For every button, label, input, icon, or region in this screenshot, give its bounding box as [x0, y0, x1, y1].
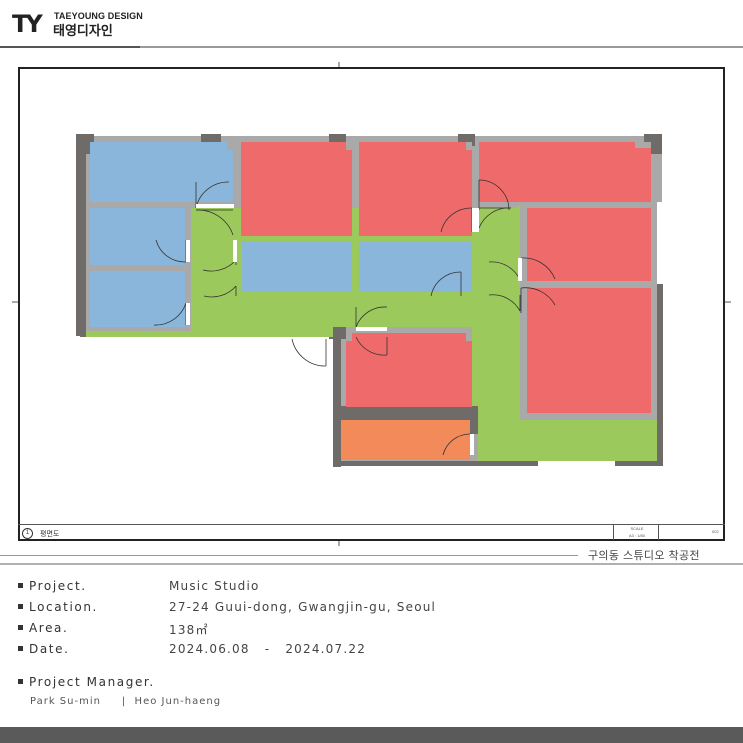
door-swing	[355, 336, 388, 356]
door-opening	[538, 461, 615, 466]
door-swing	[155, 239, 187, 263]
title-block: 1 평면도 SCALE A3 : 1/80 002	[18, 524, 725, 541]
room-notch	[466, 142, 472, 150]
logo-mark: TY	[12, 10, 43, 38]
door-swing	[520, 257, 556, 280]
room	[346, 333, 472, 407]
room-notch	[466, 333, 472, 341]
room-notch	[346, 142, 352, 150]
room	[359, 142, 472, 236]
section-rule	[0, 563, 743, 565]
scale-label: SCALE	[630, 526, 644, 531]
room-notch	[346, 333, 352, 341]
door-swing	[430, 271, 462, 297]
room	[241, 241, 352, 292]
footer-bar	[0, 727, 743, 743]
wall-segment	[341, 406, 478, 420]
bullet-icon	[18, 679, 23, 684]
room	[341, 420, 470, 460]
door-opening	[470, 434, 474, 455]
location-value: 27-24 Guui-dong, Gwangjin-gu, Seoul	[169, 600, 437, 614]
wall-segment	[76, 134, 94, 154]
bullet-icon	[18, 625, 23, 630]
door-opening	[472, 208, 479, 232]
door-swing	[488, 294, 521, 312]
pm-names: Park Su-min | Heo Jun-haeng	[30, 696, 222, 707]
room	[241, 142, 352, 236]
pm-label: Project Manager.	[29, 675, 155, 689]
door-opening	[356, 327, 387, 331]
project-value: Music Studio	[169, 579, 260, 593]
door-opening	[186, 240, 190, 262]
area-value: 138㎡	[169, 623, 209, 637]
sheet-code: 002	[712, 529, 719, 534]
room	[90, 208, 185, 265]
header-rule-accent	[0, 46, 140, 48]
wall-segment	[76, 154, 86, 336]
door-swing	[195, 181, 230, 209]
door-opening	[657, 202, 663, 284]
bullet-icon	[18, 646, 23, 651]
project-label-row: Project.	[18, 579, 87, 593]
location-label-row: Location.	[18, 600, 98, 614]
logo-korean: 태영디자인	[53, 24, 113, 39]
door-opening	[186, 303, 190, 325]
bullet-icon	[18, 604, 23, 609]
room	[527, 208, 651, 281]
door-swing	[203, 285, 237, 298]
door-swing	[153, 302, 187, 326]
wall-segment	[333, 337, 341, 467]
room	[479, 142, 651, 202]
room	[359, 241, 472, 292]
room	[527, 288, 651, 413]
scale-box: SCALE A3 : 1/80	[613, 525, 659, 540]
scale-value: A3 : 1/80	[628, 533, 645, 538]
corridor-area	[86, 206, 657, 461]
door-swing	[355, 306, 388, 328]
door-swing	[442, 433, 472, 456]
room-notch	[635, 142, 651, 148]
bullet-icon	[18, 583, 23, 588]
location-label: Location.	[29, 600, 98, 614]
date-label: Date.	[29, 642, 70, 656]
door-swing	[478, 179, 510, 211]
area-label: Area.	[29, 621, 69, 635]
header: TY TAEYOUNG DESIGN 태영디자인	[0, 0, 743, 48]
wall-segment	[657, 284, 663, 466]
wall-segment	[615, 461, 663, 466]
drawing-title: 평면도	[40, 530, 60, 538]
subtitle-rule	[0, 555, 578, 556]
door-swing	[520, 287, 556, 306]
room	[90, 271, 185, 327]
room	[90, 142, 233, 202]
door-swing	[291, 338, 327, 367]
door-opening	[518, 258, 522, 281]
pm-label-row: Project Manager.	[18, 675, 155, 689]
door-opening	[196, 204, 234, 208]
date-value: 2024.06.08 - 2024.07.22	[169, 642, 367, 656]
drawing-number: 1	[22, 528, 33, 539]
logo-english: TAEYOUNG DESIGN	[54, 11, 143, 21]
room-notch	[227, 142, 233, 150]
wall-segment	[329, 327, 346, 339]
header-rule	[0, 46, 743, 48]
wall-segment	[333, 461, 538, 466]
date-label-row: Date.	[18, 642, 70, 656]
project-label: Project.	[29, 579, 87, 593]
area-label-row: Area.	[18, 621, 68, 635]
door-opening	[233, 240, 237, 262]
project-subtitle: 구의동 스튜디오 착공전	[588, 549, 700, 562]
door-swing	[202, 259, 237, 272]
door-swing	[440, 207, 473, 233]
